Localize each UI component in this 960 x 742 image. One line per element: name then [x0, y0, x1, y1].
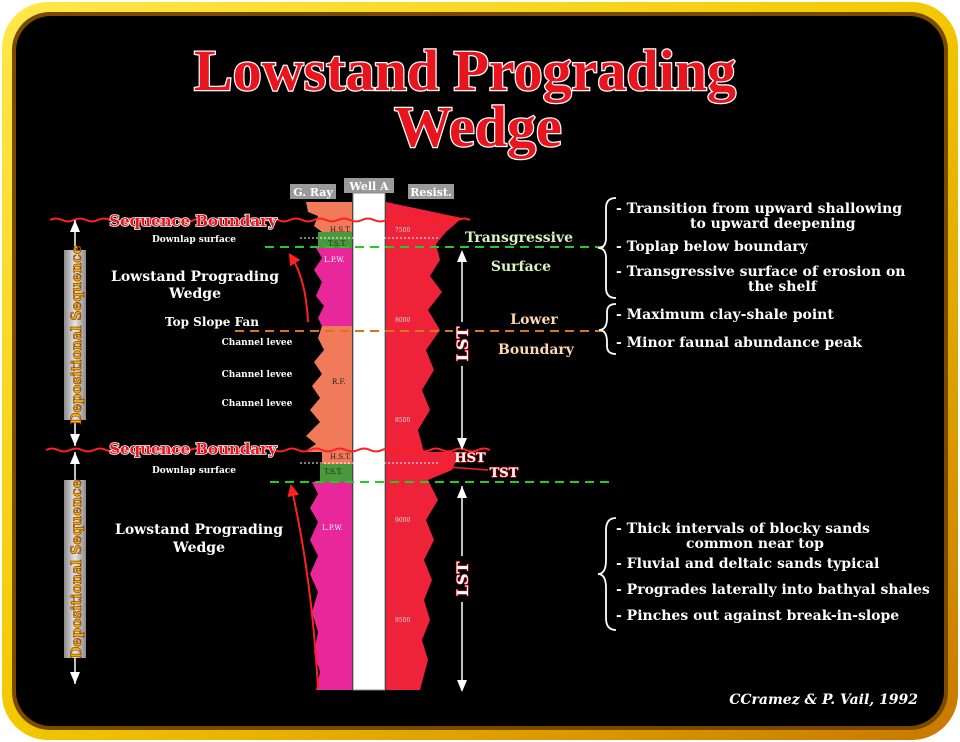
log-label-lpw-upper: L.P.W.	[324, 256, 345, 264]
tst-pointer-line	[433, 465, 489, 471]
note-upper-1-line-2: to upward deepening	[690, 216, 856, 232]
gamma-ray-header-box	[290, 184, 336, 199]
note-lower-2: - Fluvial and deltaic sands typical	[616, 556, 879, 572]
prograding-arrow-lower	[287, 484, 319, 689]
sequence-boundary-lower-line	[45, 447, 491, 453]
brace-middle	[598, 303, 617, 355]
log-label-rf: R.F.	[332, 378, 346, 386]
resistivity-log	[386, 202, 462, 690]
note-lower-1-line-1: - Thick intervals of blocky sands	[616, 521, 870, 537]
note-lower-3: - Progrades laterally into bathyal shale…	[616, 582, 930, 598]
log-label-hst-lower: H.S.T.	[330, 453, 351, 461]
downlap-surface-lower-label: Downlap surface	[152, 466, 236, 476]
credit: CCramez & P. Vail, 1992	[729, 692, 918, 708]
depositional-sequence-bar-lower: Depositional Sequence	[64, 452, 86, 684]
title-line-1: Lowstand Prograding	[194, 38, 736, 103]
surface-label: Surface	[491, 259, 551, 275]
sequence-boundary-upper-line	[49, 217, 471, 223]
well-header: Well A	[348, 180, 389, 193]
depositional-sequence-label-upper: Depositional Sequence	[69, 245, 85, 425]
note-lower-4: - Pinches out against break-in-slope	[616, 608, 899, 624]
well-header-box	[344, 178, 394, 193]
note-middle-2: - Minor faunal abundance peak	[616, 335, 862, 351]
depth-tick-2: 8000	[395, 317, 410, 324]
brace-lower	[597, 517, 617, 631]
note-upper-1-line-1: - Transition from upward shallowing	[616, 201, 902, 217]
lower-label: Lower	[510, 312, 558, 328]
depositional-sequence-label-lower: Depositional Sequence	[69, 479, 85, 659]
black-background	[16, 16, 944, 726]
lst-range-lower: LST	[452, 486, 473, 692]
lst-range-upper: LST	[452, 250, 473, 450]
log-label-lpw-lower: L.P.W.	[322, 524, 343, 532]
resistivity-header: Resist.	[410, 186, 452, 199]
transgressive-label: Transgressive	[465, 230, 573, 246]
lowstand-wedge-upper-line-2: Wedge	[168, 286, 221, 302]
log-label-hst-upper: H.S.T.	[330, 226, 351, 234]
sequence-boundary-upper-label: Sequence Boundary	[109, 212, 278, 230]
brace-upper	[597, 197, 617, 299]
channel-levee-label-3: Channel levee	[222, 399, 293, 409]
gamma-ray-header: G. Ray	[293, 186, 333, 199]
log-label-tst-upper: T.S.T.	[328, 240, 347, 248]
resistivity-header-box	[408, 184, 454, 199]
channel-levee-label-1: Channel levee	[222, 338, 293, 348]
sequence-boundary-lower-label: Sequence Boundary	[109, 440, 278, 458]
downlap-surface-upper-label: Downlap surface	[152, 235, 236, 245]
depth-tick-4: 9000	[395, 517, 410, 524]
depth-tick-3: 8500	[395, 417, 410, 424]
top-slope-fan-label: Top Slope Fan	[165, 315, 259, 329]
tst-label: TST	[490, 466, 519, 481]
lst-lower-label: LST	[453, 562, 472, 597]
lowstand-wedge-lower-line-1: Lowstand Prograding	[115, 522, 283, 538]
depth-tick-5: 9500	[395, 617, 410, 624]
note-upper-3-line-2: the shelf	[748, 279, 818, 295]
note-upper-2: - Toplap below boundary	[616, 239, 809, 255]
note-middle-1: - Maximum clay-shale point	[616, 307, 834, 323]
lowstand-wedge-upper-line-1: Lowstand Prograding	[111, 269, 279, 285]
gamma-ray-log	[304, 202, 352, 690]
prograding-arrow-upper	[288, 252, 309, 323]
well-column	[352, 192, 386, 691]
depositional-sequence-bar-upper: Depositional Sequence	[64, 220, 86, 446]
boundary-label: Boundary	[498, 342, 575, 358]
title-line-2: Wedge	[394, 94, 562, 159]
lowstand-wedge-lower-line-2: Wedge	[172, 540, 225, 556]
channel-levee-label-2: Channel levee	[222, 370, 293, 380]
note-upper-3-line-1: - Transgressive surface of erosion on	[616, 264, 905, 280]
note-lower-1-line-2: common near top	[686, 536, 824, 552]
hst-label: HST	[454, 451, 486, 466]
depth-tick-1: 7500	[395, 227, 410, 234]
log-label-tst-lower: T.S.T.	[324, 468, 343, 476]
lst-upper-label: LST	[453, 327, 472, 362]
